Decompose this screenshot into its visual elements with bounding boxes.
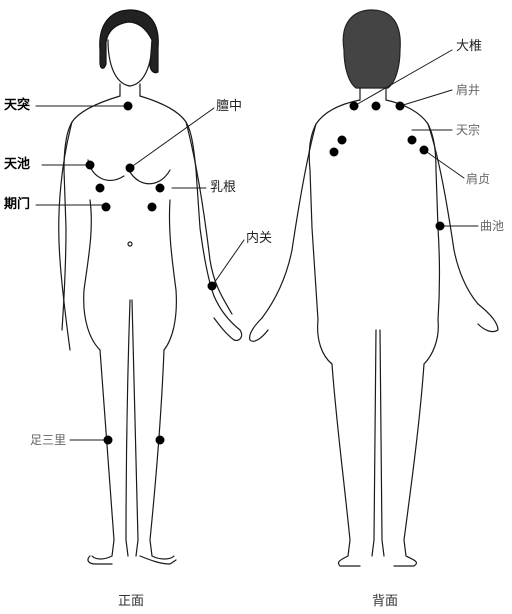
front-hips	[84, 200, 177, 350]
point-jianjing-right	[396, 102, 405, 111]
point-zusanli-left	[104, 436, 113, 445]
front-torso	[62, 96, 214, 330]
point-neiguan	[208, 282, 217, 291]
back-right-arm	[428, 124, 478, 304]
label-tianzong: 天宗	[456, 123, 480, 137]
point-tianchi	[86, 161, 95, 170]
point-rugen-right	[156, 184, 165, 193]
label-danzhong: 膻中	[216, 100, 242, 114]
point-quchi	[436, 222, 445, 231]
point-zusanli-right	[156, 436, 165, 445]
front-navel	[128, 242, 132, 246]
point-tianzong-left	[338, 136, 347, 145]
back-left-arm	[262, 124, 316, 318]
label-tianchi: 天池	[4, 158, 30, 172]
point-rugen-left	[96, 184, 105, 193]
caption-front: 正面	[118, 590, 144, 609]
point-tiantu	[124, 102, 133, 111]
point-qimen-right	[148, 203, 157, 212]
label-jianjing: 肩井	[456, 83, 480, 97]
label-neiguan: 内关	[246, 232, 272, 246]
label-tiantu: 天突	[4, 99, 30, 113]
front-face	[108, 40, 152, 86]
label-jianzhen: 肩贞	[466, 172, 490, 186]
label-zusanli: 足三里	[30, 433, 66, 447]
point-tianzong-right	[408, 136, 417, 145]
front-hand	[214, 296, 242, 340]
label-rugen: 乳根	[210, 181, 236, 195]
back-right-hand	[478, 304, 498, 332]
label-quchi: 曲池	[480, 219, 504, 233]
point-jianzhen-left	[330, 148, 339, 157]
point-jianzhen-right	[420, 146, 429, 155]
label-dazhui: 大椎	[456, 40, 482, 54]
caption-back: 背面	[372, 590, 398, 609]
back-left-hand	[250, 318, 268, 341]
back-hips	[318, 320, 439, 364]
point-danzhong	[126, 164, 135, 173]
back-torso	[309, 100, 439, 320]
label-qimen: 期门	[4, 198, 30, 212]
back-hair	[343, 10, 400, 88]
back-legs	[332, 330, 424, 566]
point-jianjing-left	[350, 102, 359, 111]
front-feet	[88, 556, 176, 564]
point-qimen-left	[102, 203, 111, 212]
point-dazhui	[372, 102, 381, 111]
front-legs	[92, 300, 174, 559]
